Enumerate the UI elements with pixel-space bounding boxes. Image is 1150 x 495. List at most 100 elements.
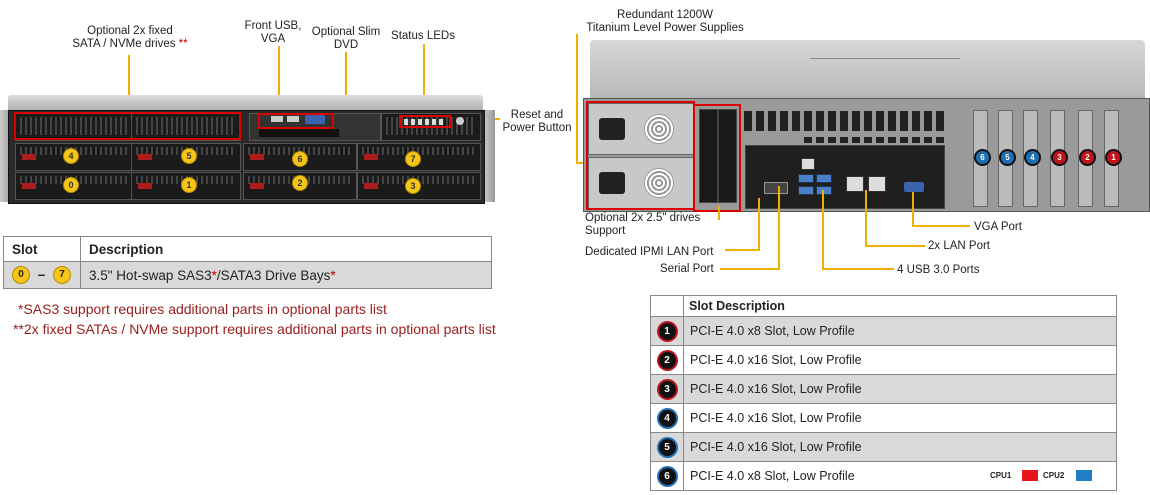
drive-number: 6 [292, 151, 308, 167]
table-header-row: Slot Description [650, 295, 1117, 317]
fixed-drives-label-line2: SATA / NVMe drives ** [55, 38, 205, 51]
table-header-row: Slot Description [3, 236, 492, 262]
leds-callout [423, 44, 425, 118]
slim-dvd-line2: DVD [333, 39, 359, 51]
slot-cell: 5 [650, 432, 684, 462]
col-slot: Slot [3, 236, 81, 262]
reset-label: Reset and Power Button [497, 109, 577, 135]
slot-badge: 3 [658, 380, 676, 398]
dvd-drive [259, 129, 339, 137]
drive-tab [364, 183, 378, 189]
usb-port[interactable] [816, 186, 832, 195]
front-right-ear [483, 110, 495, 202]
lan-port-2[interactable] [868, 176, 886, 192]
top-vent [744, 111, 944, 131]
slot-to: 7 [53, 266, 72, 284]
power-inlet [599, 118, 625, 140]
slot-desc: PCI-E 4.0 x8 Slot, Low Profile [683, 461, 1117, 491]
legend-cpu1: CPU1 [990, 471, 1012, 480]
drive-number: 0 [63, 177, 79, 193]
pci-slot-table: Slot Description 1 PCI-E 4.0 x8 Slot, Lo… [650, 295, 1117, 491]
front-usb-label: Front USB, VGA [238, 20, 308, 46]
vga-port [305, 115, 325, 124]
slot-desc: PCI-E 4.0 x16 Slot, Low Profile [683, 403, 1117, 433]
desc-star-2: * [330, 267, 336, 283]
slot-number: 6 [976, 151, 989, 164]
fixed-drives-mark: ** [178, 38, 188, 50]
slot-cell: 1 [650, 316, 684, 346]
rear-chassis-top [590, 40, 1145, 102]
psu-callout [576, 34, 578, 164]
legend-cpu2: CPU2 [1043, 471, 1065, 480]
table-row: 0 – 7 3.5" Hot-swap SAS3*/SATA3 Drive Ba… [3, 261, 492, 289]
lan-label: 2x LAN Port [928, 240, 990, 252]
slot-badge: 5 [658, 438, 676, 456]
top-seam [810, 58, 960, 59]
slot-number: 5 [1001, 151, 1014, 164]
slot-cell: 3 [650, 374, 684, 404]
power-inlet [599, 172, 625, 194]
drive-number: 3 [405, 178, 421, 194]
slot-number: 1 [1107, 151, 1120, 164]
serial-port[interactable] [764, 182, 788, 194]
drive-tab [250, 154, 264, 160]
table-row: 6 PCI-E 4.0 x8 Slot, Low Profile [650, 461, 1117, 491]
fixed-drive-bay-1 [15, 113, 132, 141]
slot-description: 3.5" Hot-swap SAS3*/SATA3 Drive Bays* [80, 261, 492, 289]
slim-dvd-label: Optional Slim DVD [306, 26, 386, 52]
usb-vga-highlight [258, 113, 334, 129]
rear-drive-1[interactable] [699, 109, 718, 203]
col-num [650, 295, 684, 317]
usb-callout [278, 46, 280, 114]
front-usb-line1: Front USB, [244, 20, 302, 32]
drive-number: 2 [292, 175, 308, 191]
drive-number: 1 [181, 177, 197, 193]
drive-number: 7 [405, 151, 421, 167]
lan-port-1[interactable] [846, 176, 864, 192]
rear-drives-line2: Support [585, 225, 626, 237]
slot-desc: PCI-E 4.0 x16 Slot, Low Profile [683, 374, 1117, 404]
drive-tab [138, 154, 152, 160]
drive-slot-table: Slot Description 0 – 7 3.5" Hot-swap SAS… [3, 236, 492, 289]
lan-callout [865, 190, 867, 247]
fixed-drives-highlight [14, 112, 241, 140]
col-slot-description: Slot Description [683, 295, 1117, 317]
ipmi-callout [758, 198, 760, 250]
mid-vent [804, 137, 944, 143]
vga-port-rear[interactable] [904, 182, 924, 192]
psu-line1: Redundant 1200W [617, 9, 713, 21]
table-row: 3 PCI-E 4.0 x16 Slot, Low Profile [650, 374, 1117, 404]
psu-label: Redundant 1200W Titanium Level Power Sup… [575, 9, 755, 35]
legend-cpu2-swatch [1076, 470, 1092, 481]
fixed-drives-label: Optional 2x fixed SATA / NVMe drives ** [55, 25, 205, 51]
slot-number: 2 [1081, 151, 1094, 164]
rear-drives-line1: Optional 2x 2.5" drives [585, 212, 701, 224]
slot-number: 3 [1053, 151, 1066, 164]
table-row: 4 PCI-E 4.0 x16 Slot, Low Profile [650, 403, 1117, 433]
col-description: Description [80, 236, 492, 262]
drive-number: 5 [181, 148, 197, 164]
rear-drives-highlight [693, 104, 741, 212]
psu-callout-h [576, 162, 586, 164]
slot-badge: 4 [658, 409, 676, 427]
vga-callout [912, 192, 914, 227]
psu-highlight [586, 101, 695, 210]
note-sas3: *SAS3 support requires additional parts … [18, 301, 387, 317]
slot-number: 4 [1026, 151, 1039, 164]
drive-tab [364, 154, 378, 160]
usb-port-1 [271, 116, 283, 122]
ipmi-lan-port[interactable] [801, 158, 815, 170]
drive-tab [22, 154, 36, 160]
power-button[interactable] [456, 117, 464, 125]
ipmi-label: Dedicated IPMI LAN Port [585, 246, 714, 258]
grill [20, 117, 127, 135]
usb-port[interactable] [798, 186, 814, 195]
rear-drive-2[interactable] [718, 109, 737, 203]
psu-2 [588, 157, 695, 209]
usb-port[interactable] [798, 174, 814, 183]
serial-label: Serial Port [660, 263, 714, 275]
slot-desc: PCI-E 4.0 x16 Slot, Low Profile [683, 345, 1117, 375]
usb-port[interactable] [816, 174, 832, 183]
reset-line2: Power Button [502, 122, 572, 134]
ipmi-callout-h [725, 249, 760, 251]
